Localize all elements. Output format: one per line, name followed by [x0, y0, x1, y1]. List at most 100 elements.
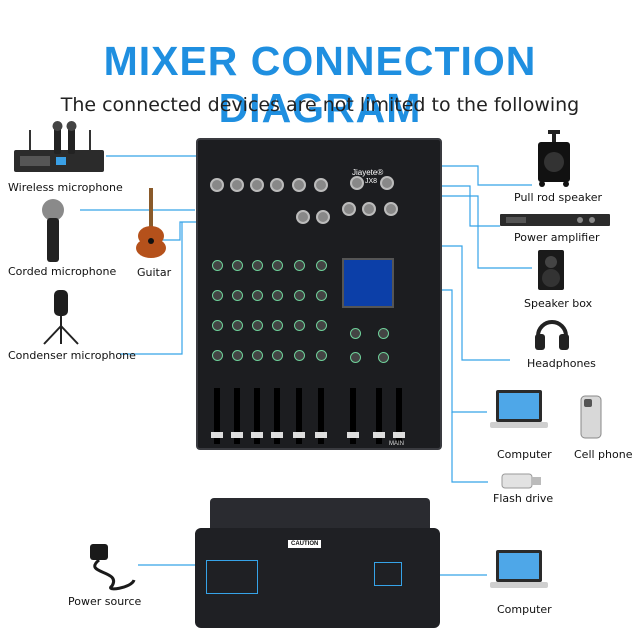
- channel-knob: [252, 290, 263, 301]
- caution-label: CAUTION: [288, 540, 322, 548]
- master-knob: [350, 328, 361, 339]
- mixer-back-top: [210, 498, 430, 532]
- power-cable-icon: [90, 544, 136, 591]
- fader-cap: [211, 432, 223, 438]
- aux-out-3: [384, 202, 398, 216]
- main-fader: [350, 388, 356, 444]
- channel-fader: [296, 388, 302, 444]
- channel-knob: [316, 320, 327, 331]
- xlr-input-4: [270, 178, 284, 192]
- fader-cap: [315, 432, 327, 438]
- cell-phone-icon: [580, 395, 602, 439]
- pull-rod-speaker-icon: [538, 130, 570, 187]
- guitar-icon: [136, 188, 166, 258]
- label-computer: Computer: [497, 448, 552, 461]
- speaker-box-icon: [538, 250, 564, 290]
- line-condenser-mic: [120, 222, 183, 355]
- channel-knob: [232, 320, 243, 331]
- aux-out-2: [362, 202, 376, 216]
- channel-knob: [272, 320, 283, 331]
- channel-fader: [254, 388, 260, 444]
- power-input-panel: [206, 560, 258, 594]
- label-headphones: Headphones: [527, 357, 596, 370]
- corded-microphone-icon: [42, 199, 64, 262]
- channel-knob: [212, 290, 223, 301]
- mixer-brand: Jiayete®: [352, 168, 384, 177]
- line-guitar: [160, 221, 205, 241]
- xlr-input-2: [230, 178, 244, 192]
- label-condenser-microphone: Condenser microphone: [8, 349, 136, 362]
- headphones-icon: [535, 320, 569, 350]
- mixer-model: JX8: [365, 178, 378, 185]
- channel-knob: [232, 350, 243, 361]
- channel-fader: [318, 388, 324, 444]
- main-fader: [396, 388, 402, 444]
- channel-knob: [212, 260, 223, 271]
- label-corded-microphone: Corded microphone: [8, 265, 117, 278]
- line-flash-drive: [451, 412, 488, 483]
- xlr-input-3: [250, 178, 264, 192]
- channel-knob: [294, 260, 305, 271]
- condenser-microphone-icon: [43, 290, 79, 345]
- xlr-input-5: [292, 178, 306, 192]
- main-fader: [376, 388, 382, 444]
- channel-knob: [212, 350, 223, 361]
- master-knob: [378, 328, 389, 339]
- laptop-computer-icon: [490, 390, 548, 428]
- channel-knob: [272, 350, 283, 361]
- label-guitar: Guitar: [137, 266, 172, 279]
- fader-cap: [271, 432, 283, 438]
- page-subtitle: The connected devices are not limited to…: [60, 94, 580, 116]
- channel-knob: [294, 290, 305, 301]
- line-speaker-box: [420, 195, 532, 269]
- label-cell-phone: Cell phone: [574, 448, 633, 461]
- fader-cap: [293, 432, 305, 438]
- label-speaker-box: Speaker box: [524, 297, 593, 310]
- channel-knob: [272, 290, 283, 301]
- main-out-right: [380, 176, 394, 190]
- channel-knob: [316, 350, 327, 361]
- label-pull-rod-speaker: Pull rod speaker: [514, 191, 602, 204]
- mixer-display-screen: [342, 258, 394, 308]
- fader-cap: [393, 432, 405, 438]
- fader-cap: [231, 432, 243, 438]
- label-computer-back: Computer: [497, 603, 552, 616]
- channel-knob: [294, 350, 305, 361]
- fader-cap: [373, 432, 385, 438]
- xlr-input-1: [210, 178, 224, 192]
- channel-knob: [232, 260, 243, 271]
- label-power-amplifier: Power amplifier: [514, 231, 600, 244]
- usb-port-panel: [374, 562, 402, 586]
- label-flash-drive: Flash drive: [493, 492, 554, 505]
- page-title: MIXER CONNECTION DIAGRAM: [103, 38, 537, 131]
- flash-drive-icon: [501, 473, 541, 489]
- label-wireless-microphone: Wireless microphone: [8, 181, 123, 194]
- line-input-2: [316, 210, 330, 224]
- power-amplifier-icon: [500, 214, 610, 226]
- main-fader-label: MAIN: [389, 441, 404, 447]
- label-power-source: Power source: [68, 595, 142, 608]
- master-knob: [378, 352, 389, 363]
- main-out-left: [350, 176, 364, 190]
- channel-knob: [316, 260, 327, 271]
- channel-fader: [214, 388, 220, 444]
- channel-fader: [234, 388, 240, 444]
- channel-knob: [232, 290, 243, 301]
- channel-fader: [274, 388, 280, 444]
- fader-cap: [251, 432, 263, 438]
- channel-knob: [252, 350, 263, 361]
- channel-knob: [294, 320, 305, 331]
- xlr-input-6: [314, 178, 328, 192]
- channel-knob: [272, 260, 283, 271]
- channel-knob: [252, 260, 263, 271]
- line-power-amplifier: [420, 185, 500, 227]
- channel-knob: [316, 290, 327, 301]
- wireless-microphone-icon: [14, 121, 104, 172]
- master-knob: [350, 352, 361, 363]
- aux-out-1: [342, 202, 356, 216]
- channel-knob: [252, 320, 263, 331]
- laptop-computer-back-icon: [490, 550, 548, 588]
- line-input-1: [296, 210, 310, 224]
- channel-knob: [212, 320, 223, 331]
- fader-cap: [347, 432, 359, 438]
